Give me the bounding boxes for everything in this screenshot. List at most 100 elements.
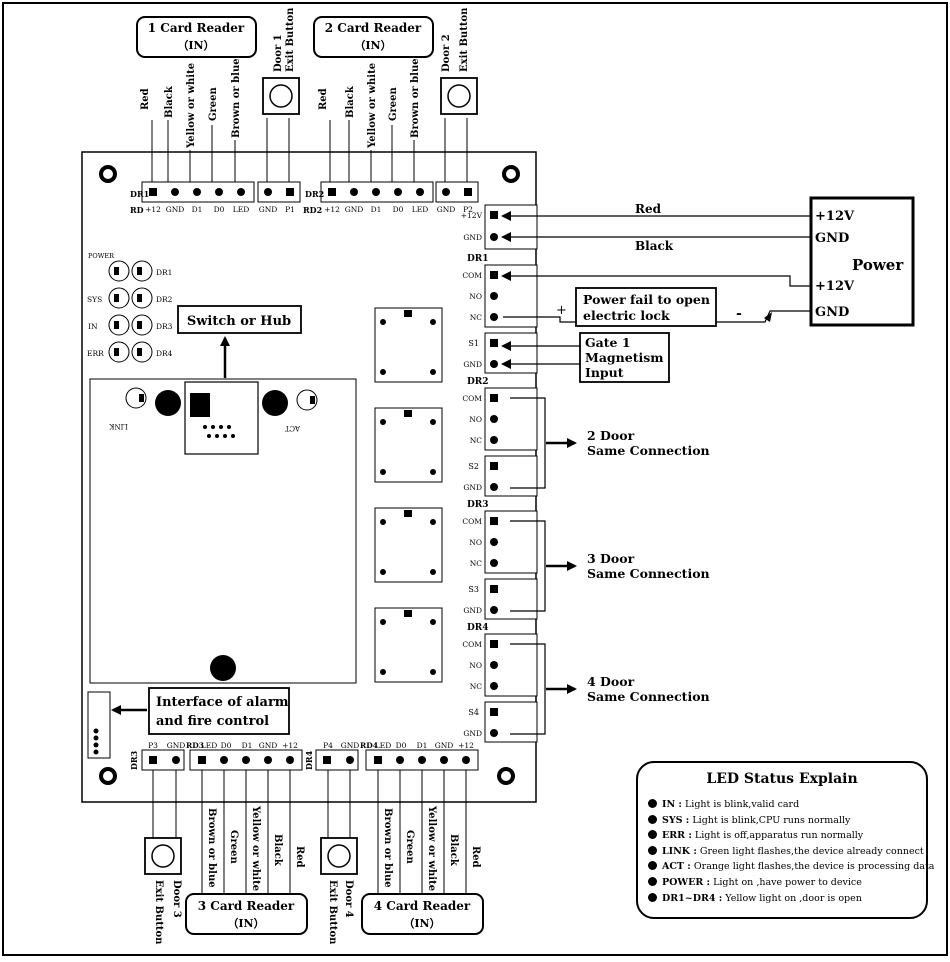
- card-reader-4-box: [361, 893, 484, 935]
- power-term-2: GND: [815, 231, 849, 246]
- dr2-pin: D1: [371, 205, 382, 214]
- term-dr2-com: COM: [462, 394, 482, 403]
- link-label: LINK: [108, 422, 128, 430]
- act-label: ACT: [285, 424, 301, 432]
- reader1-wire-green: Green: [208, 86, 219, 121]
- power-fail-line-2: electric lock: [583, 308, 670, 323]
- legend-text: Orange light flashes,the device is proce…: [693, 861, 935, 873]
- power-fail-line-1: Power fail to open: [583, 292, 710, 307]
- legend-item: ACT : Orange light flashes,the device is…: [648, 859, 934, 875]
- door4-label: 4 Door: [587, 674, 635, 689]
- link-led-icon: [125, 387, 147, 409]
- alarm-interface-box: [148, 687, 290, 735]
- dr3-pin: D1: [242, 741, 253, 750]
- reader3-wire-red: Red: [294, 846, 305, 868]
- dr1-pin: GND: [166, 205, 185, 214]
- power-term-3: +12V: [815, 279, 855, 294]
- power-fail-box: [575, 287, 717, 327]
- dr2-tag: DR2: [305, 189, 324, 199]
- door4-same: Same Connection: [587, 689, 710, 704]
- legend-key: ERR :: [662, 830, 692, 842]
- dr4-pin: D1: [417, 741, 428, 750]
- switch-hub-label: Switch or Hub: [187, 314, 291, 329]
- term-dr4-nc: NC: [470, 682, 483, 691]
- legend-item: POWER : Light on ,have power to device: [648, 875, 926, 891]
- led-label-sys: SYS: [87, 295, 102, 304]
- term-dr3-com: COM: [462, 517, 482, 526]
- term-s3-gnd: GND: [463, 606, 482, 615]
- legend-text: Green light flashes,the device already c…: [699, 845, 924, 857]
- bullet-icon: [648, 830, 657, 840]
- reader4-wire-green: Green: [404, 830, 415, 865]
- reader1-wire-yellow: Yellow or white: [186, 63, 197, 149]
- dr3-tag: DR3: [129, 750, 139, 770]
- power-wire-red-label: Red: [635, 202, 662, 216]
- exit-button-4-label: Exit Button: [327, 880, 338, 945]
- dr3-pin: D0: [221, 741, 232, 750]
- legend-text: Light is blink,CPU runs normally: [692, 814, 851, 826]
- term-dr4-com: COM: [462, 640, 482, 649]
- exit-button-3-door: Door 3: [171, 880, 182, 918]
- btn1-pin: GND: [259, 205, 278, 214]
- dr3-pin: +12: [282, 741, 298, 750]
- network-module: [89, 378, 357, 684]
- exit-button-3-label: Exit Button: [153, 880, 164, 945]
- legend-item: SYS : Light is blink,CPU runs normally: [648, 813, 926, 829]
- dr4-pin: D0: [396, 741, 407, 750]
- status-led-cluster: [108, 260, 153, 363]
- mounting-holes: [99, 165, 520, 785]
- alarm-interface-line-1: Interface of alarm: [156, 695, 289, 710]
- reader1-wire-black: Black: [164, 85, 175, 118]
- term-dr1-tag: DR1: [467, 254, 489, 264]
- gate-line-2: Magnetism: [585, 350, 664, 365]
- led-label-power: POWER: [88, 252, 115, 260]
- dr3-pin: LED: [201, 741, 217, 750]
- card-reader-2-box: [313, 16, 434, 58]
- btn4-pin: GND: [341, 741, 360, 750]
- term-power-12v: +12V: [461, 211, 483, 220]
- gate-line-1: Gate 1: [585, 335, 631, 350]
- reader4-wire-yellow: Yellow or white: [426, 805, 437, 891]
- polarity-plus: +: [556, 303, 567, 318]
- dr2-pin: +12: [324, 205, 340, 214]
- polarity-minus: -: [736, 306, 742, 322]
- dr1-tag: DR1: [130, 189, 149, 199]
- exit-button-4-icon: [320, 837, 358, 875]
- term-s4-gnd: GND: [463, 729, 482, 738]
- card-reader-1-sub: （IN）: [177, 39, 214, 52]
- card-reader-1-title: 1 Card Reader: [148, 21, 245, 35]
- legend-key: ACT :: [662, 861, 691, 873]
- term-s2-gnd: GND: [463, 483, 482, 492]
- dr2-rd: RD2: [303, 205, 322, 215]
- led-label-in: IN: [88, 322, 98, 331]
- legend-text: Light on ,have power to device: [713, 876, 862, 888]
- legend-item: ERR : Light is off,apparatus run normall…: [648, 828, 926, 844]
- term-s1: S1: [468, 339, 479, 348]
- card-reader-1-box: [136, 16, 257, 58]
- exit-button-1-door: Door 1: [273, 34, 284, 72]
- card-reader-4-title: 4 Card Reader: [374, 899, 471, 913]
- dr3-pin: GND: [259, 741, 278, 750]
- exit-button-2-label: Exit Button: [459, 7, 470, 72]
- dr1-pin: D0: [214, 205, 225, 214]
- reader1-wire-red: Red: [140, 88, 151, 110]
- reader2-wire-yellow: Yellow or white: [367, 63, 378, 149]
- exit-button-2-icon: [440, 77, 478, 115]
- dr2-pin: GND: [345, 205, 364, 214]
- power-term-4: GND: [815, 305, 849, 320]
- exit-button-1-label: Exit Button: [285, 7, 296, 72]
- card-reader-3-sub: （IN）: [227, 917, 264, 930]
- reader2-wire-red: Red: [318, 88, 329, 110]
- reader3-wire-black: Black: [272, 834, 283, 867]
- exit-button-2-door: Door 2: [441, 34, 452, 72]
- legend-title: LED Status Explain: [706, 771, 858, 787]
- reader4-wire-black: Black: [448, 834, 459, 867]
- card-reader-2-title: 2 Card Reader: [325, 21, 422, 35]
- gate-line-3: Input: [585, 365, 624, 380]
- reader3-wire-brown: Brown or blue: [206, 808, 217, 888]
- bullet-icon: [648, 892, 657, 902]
- led-label-dr1: DR1: [156, 268, 172, 277]
- reader2-wire-black: Black: [345, 85, 356, 118]
- led-label-err: ERR: [87, 349, 104, 358]
